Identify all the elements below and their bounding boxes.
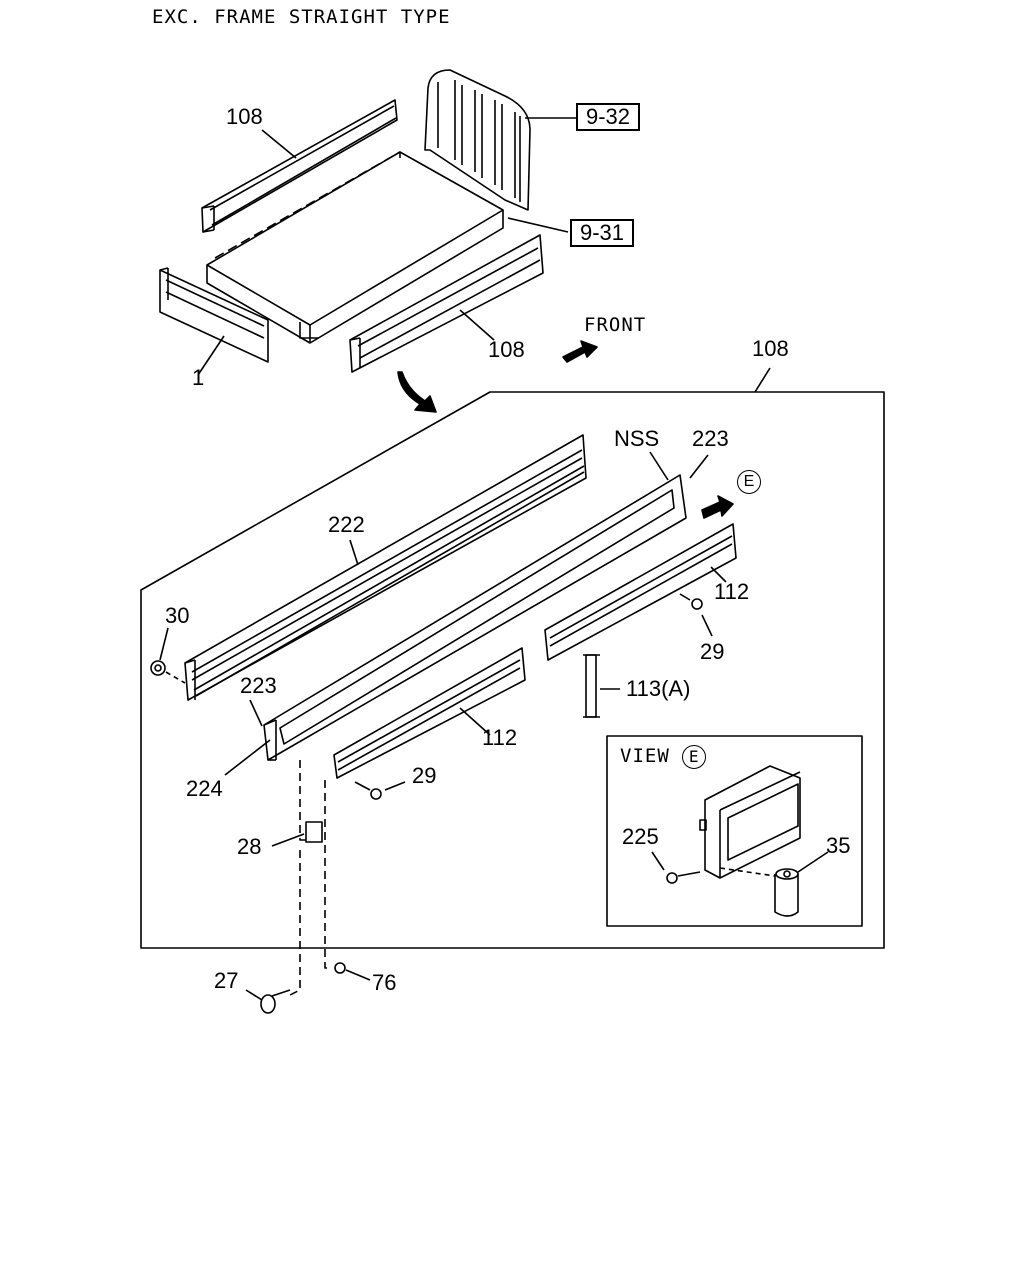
callout-nss: NSS	[614, 426, 660, 451]
rail-112-right	[544, 523, 737, 661]
view-e-panel	[699, 765, 801, 879]
callout-27: 27	[214, 968, 239, 993]
callout-222: 222	[328, 512, 365, 537]
callout-108-top: 108	[226, 104, 263, 129]
front-arrow	[562, 340, 598, 363]
callout-112-right: 112	[714, 579, 750, 604]
bracket-113a	[583, 654, 600, 718]
front-label: FRONT	[584, 314, 647, 336]
rail-112-mid	[333, 647, 526, 779]
hinge-assembly	[245, 760, 371, 1014]
bolt-29-mid	[354, 781, 406, 800]
truck-bed-floor	[206, 151, 504, 344]
callout-28: 28	[237, 834, 262, 859]
leader-lines-top	[197, 117, 576, 376]
bolt-29-right	[679, 593, 713, 637]
callout-9-31: 9-31	[570, 219, 635, 247]
callout-108-panel: 108	[752, 336, 789, 361]
view-e-marker: E	[737, 468, 761, 494]
view-e-title: VIEW E	[620, 745, 707, 769]
callout-9-32: 9-32	[576, 103, 641, 131]
callout-225: 225	[622, 824, 659, 849]
callout-108-right: 108	[488, 337, 525, 362]
callout-29-mid: 29	[412, 763, 437, 788]
callout-1: 1	[192, 365, 205, 390]
callout-223-top: 223	[692, 426, 729, 451]
callout-30: 30	[165, 603, 190, 628]
view-e-box	[606, 735, 863, 927]
leader-lines-detail	[224, 451, 727, 776]
nut-30	[150, 627, 186, 684]
side-gate-108-lower	[349, 234, 544, 373]
diagram-title: EXC. FRAME STRAIGHT TYPE	[152, 6, 451, 28]
callout-76: 76	[372, 970, 397, 995]
callout-224: 224	[186, 776, 223, 801]
nss-frame-panel	[263, 474, 687, 761]
tail-gate-1	[159, 267, 269, 363]
headboard-guard	[424, 69, 531, 211]
callout-29-right: 29	[700, 639, 725, 664]
side-gate-108-upper	[201, 99, 398, 233]
callout-113a: 113(A)	[626, 676, 691, 701]
detail-arrow	[397, 371, 437, 413]
callout-223-left: 223	[240, 673, 277, 698]
callout-35: 35	[826, 833, 851, 858]
view-e-post-35	[719, 851, 829, 917]
view-e-arrow	[701, 495, 734, 519]
callout-112-mid: 112	[482, 725, 518, 750]
side-panel-222	[184, 434, 587, 701]
detail-frame	[140, 391, 885, 949]
view-e-screw-225	[651, 851, 701, 884]
